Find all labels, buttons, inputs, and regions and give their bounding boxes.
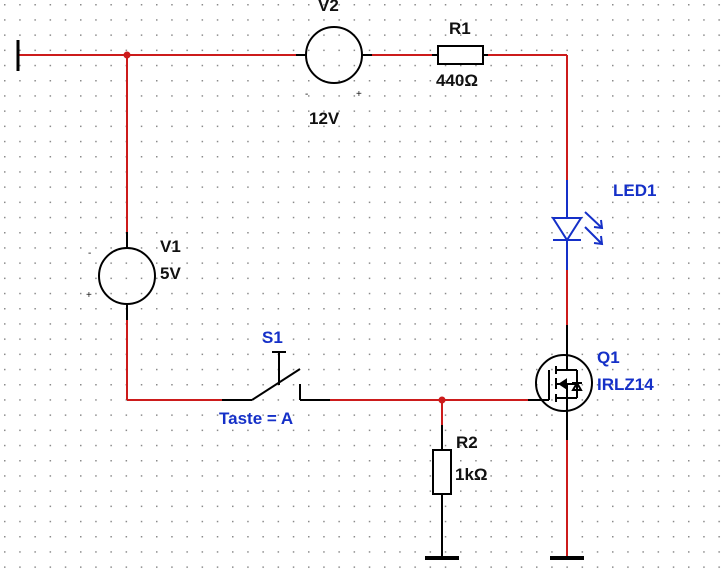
q1-label: Q1 <box>597 348 620 367</box>
v1-voltage-source: - + <box>86 232 156 320</box>
led1-label: LED1 <box>613 181 656 200</box>
r2-resistor <box>432 425 452 557</box>
s1-label: S1 <box>262 328 283 347</box>
v2-plus-sign: + <box>356 89 362 100</box>
v1-value: 5V <box>160 264 181 283</box>
junction-dot-top <box>123 51 131 59</box>
s1-push-switch <box>222 351 330 401</box>
v1-plus-sign: + <box>86 290 92 301</box>
r1-resistor <box>432 45 488 65</box>
v1-label: V1 <box>160 237 181 256</box>
q1-value: IRLZ14 <box>597 375 654 394</box>
r2-label: R2 <box>456 433 478 452</box>
r1-label: R1 <box>449 19 471 38</box>
v2-value: 12V <box>309 109 340 128</box>
led1-diode <box>551 180 604 270</box>
v2-minus-sign: - <box>305 89 308 100</box>
q1-mosfet <box>528 325 593 440</box>
v2-voltage-source: - + <box>296 26 372 100</box>
wires <box>18 54 568 557</box>
junction-dot-gate <box>438 396 446 404</box>
v1-minus-sign: - <box>88 248 91 259</box>
s1-value: Taste = A <box>219 409 293 428</box>
v2-label: V2 <box>318 0 339 15</box>
r2-value: 1kΩ <box>455 465 488 484</box>
r1-value: 440Ω <box>436 71 478 90</box>
